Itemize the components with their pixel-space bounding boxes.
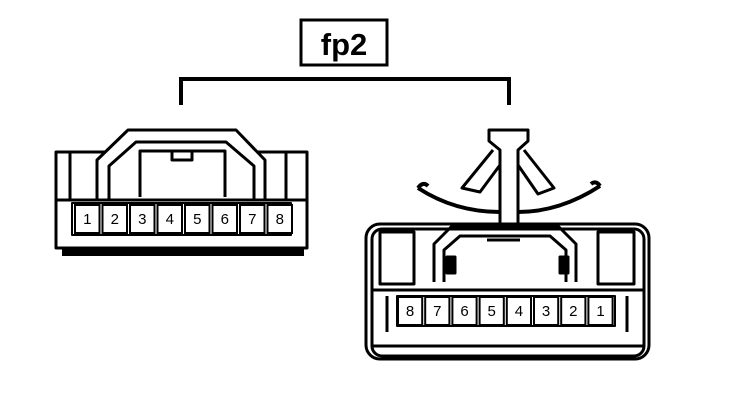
right-connector-latch <box>432 224 578 282</box>
left-pin-cell <box>74 204 101 234</box>
right-pin-3: 6 <box>451 296 478 326</box>
right-pin-2: 7 <box>424 296 451 326</box>
title-label: fp2 <box>299 18 389 67</box>
right-pin-cell <box>505 296 532 326</box>
right-pin-label: 6 <box>460 303 468 320</box>
left-pin-cell <box>266 204 293 234</box>
title-box <box>299 18 389 67</box>
left-pin-7: 7 <box>239 204 266 234</box>
left-pin-label: 8 <box>276 211 284 228</box>
title-text: fp2 <box>321 27 368 62</box>
right-connector-clip <box>487 128 530 228</box>
right-pin-6: 3 <box>533 296 560 326</box>
left-pin-cell <box>156 204 183 234</box>
left-pin-2: 2 <box>101 204 128 234</box>
left-pin-label: 3 <box>138 211 146 228</box>
bracket <box>179 77 511 105</box>
left-pin-label: 7 <box>248 211 256 228</box>
left-connector <box>54 128 309 256</box>
right-pin-cell <box>424 296 451 326</box>
left-pin-1: 1 <box>74 204 101 234</box>
left-pin-cell <box>129 204 156 234</box>
left-pin-label: 5 <box>193 211 201 228</box>
right-pin-5: 4 <box>505 296 532 326</box>
right-pin-label: 8 <box>406 303 414 320</box>
left-pin-label: 1 <box>83 211 91 228</box>
right-pin-cell <box>560 296 587 326</box>
left-pin-cell <box>211 204 238 234</box>
right-pin-4: 5 <box>478 296 505 326</box>
right-pin-label: 7 <box>433 303 441 320</box>
left-pin-6: 6 <box>211 204 238 234</box>
left-pin-cell <box>184 204 211 234</box>
right-pin-label: 5 <box>488 303 496 320</box>
right-pin-cell <box>533 296 560 326</box>
left-pin-3: 3 <box>129 204 156 234</box>
left-pin-label: 2 <box>111 211 119 228</box>
right-pin-1: 8 <box>397 296 424 326</box>
right-pin-8: 1 <box>587 296 614 326</box>
left-pin-5: 5 <box>184 204 211 234</box>
right-pin-row: 8 7 6 5 4 3 2 1 <box>397 296 614 326</box>
right-pin-label: 2 <box>569 303 577 320</box>
left-pin-8: 8 <box>266 204 293 234</box>
left-pin-row: 1 2 3 4 5 6 7 8 <box>74 204 293 234</box>
left-pin-4: 4 <box>156 204 183 234</box>
right-pin-cell <box>478 296 505 326</box>
right-pin-7: 2 <box>560 296 587 326</box>
right-pin-label: 4 <box>515 303 523 320</box>
left-pin-label: 4 <box>166 211 174 228</box>
right-pin-cell <box>587 296 614 326</box>
right-pin-cell <box>451 296 478 326</box>
left-pin-label: 6 <box>221 211 229 228</box>
left-pin-cell <box>101 204 128 234</box>
right-pin-cell <box>397 296 424 326</box>
right-pin-label: 3 <box>542 303 550 320</box>
right-pin-label: 1 <box>596 303 604 320</box>
left-pin-cell <box>239 204 266 234</box>
